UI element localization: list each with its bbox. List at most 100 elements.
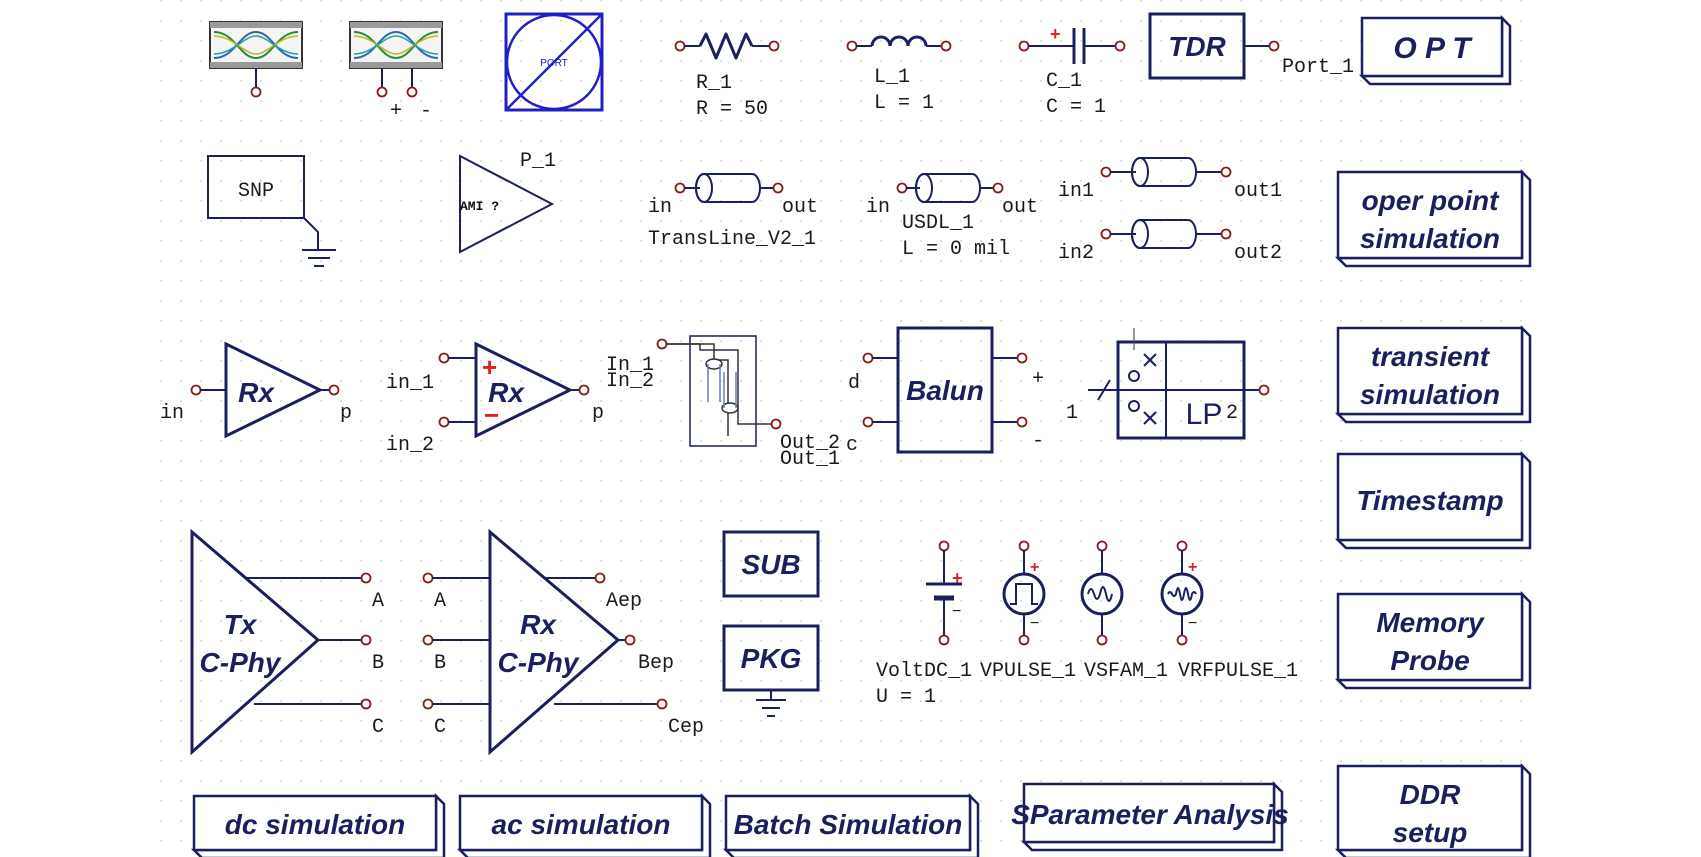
snp-component[interactable]: SNP — [207, 155, 336, 267]
balun-minus: - — [1032, 430, 1044, 453]
port-component[interactable]: PORT — [504, 12, 604, 112]
rx-diff-out: p — [592, 402, 604, 425]
svg-text:+: + — [482, 352, 497, 382]
eye-probe-single[interactable] — [209, 21, 303, 98]
usdl-value: L = 0 mil — [902, 238, 1010, 261]
batch-simulation-block[interactable]: Batch Simulation — [722, 792, 980, 857]
voltdc-source[interactable]: + − VoltDC_1 U = 1 — [876, 540, 972, 710]
ami-component[interactable]: P_1 AMI ? — [459, 150, 556, 254]
vsfam-source[interactable]: VSFAM_1 — [1080, 540, 1168, 684]
rx-cphy-out-cep: Cep — [668, 716, 704, 739]
sparameter-analysis-block[interactable]: SParameter Analysis — [1011, 780, 1289, 852]
timestamp-block[interactable]: Timestamp — [1334, 450, 1532, 550]
rx-single-ended-component[interactable]: Rx in p — [160, 341, 352, 439]
tdr-label: TDR — [1168, 31, 1226, 62]
lp-port2: 2 — [1226, 402, 1238, 425]
transline-in: in — [648, 196, 672, 219]
sub-component[interactable]: SUB — [722, 530, 820, 598]
usdl-component[interactable]: in out USDL_1 L = 0 mil — [866, 173, 1038, 261]
oper-point-line1: oper point — [1362, 185, 1501, 216]
usdl-in: in — [866, 196, 890, 219]
rx-single-label: Rx — [238, 377, 275, 408]
opt-block[interactable]: O P T — [1358, 14, 1512, 86]
tdr-port-label: Port_1 — [1282, 56, 1354, 79]
ac-simulation-label: ac simulation — [492, 809, 671, 840]
pkg-label: PKG — [741, 643, 802, 674]
svg-text:−: − — [1188, 615, 1197, 632]
usdl-name: USDL_1 — [902, 212, 974, 235]
vrfpulse-source[interactable]: + − VRFPULSE_1 — [1160, 540, 1298, 684]
ddr-setup-block[interactable]: DDR setup — [1334, 762, 1532, 857]
resistor-value: R = 50 — [696, 98, 768, 121]
oper-point-line2: simulation — [1360, 223, 1500, 254]
sub-label: SUB — [741, 549, 800, 580]
vsfam-name: VSFAM_1 — [1084, 660, 1168, 683]
cpair-out2: Out_2 — [780, 432, 840, 455]
rx-diff-in1: in_1 — [386, 372, 434, 395]
tx-cphy-line1: Tx — [224, 609, 258, 640]
transient-line1: transient — [1371, 341, 1491, 372]
svg-text:−: − — [484, 400, 499, 430]
tx-cphy-component[interactable]: Tx C-Phy A B C — [190, 528, 384, 756]
transient-simulation-block[interactable]: transient simulation — [1334, 324, 1532, 424]
transient-line2: simulation — [1360, 379, 1500, 410]
rx-cphy-in-b: B — [434, 652, 446, 675]
coupled-in2: in2 — [1058, 242, 1094, 265]
rx-cphy-component[interactable]: Rx C-Phy A B C Aep Bep Cep — [422, 528, 705, 756]
svg-text:−: − — [952, 603, 961, 620]
tx-cphy-pin-b: B — [372, 652, 384, 675]
coupled-out1: out1 — [1234, 180, 1282, 203]
capacitor-value: C = 1 — [1046, 96, 1106, 119]
grid-background — [160, 0, 1540, 857]
rx-cphy-out-bep: Bep — [638, 652, 674, 675]
lp-port1: 1 — [1066, 402, 1078, 425]
memory-probe-block[interactable]: Memory Probe — [1334, 590, 1532, 690]
eye-probe-differential[interactable]: + - — [349, 21, 443, 123]
snp-label: SNP — [238, 180, 274, 203]
vpulse-source[interactable]: + − VPULSE_1 — [980, 540, 1076, 684]
capacitor-component[interactable]: + C_1 C = 1 — [1018, 24, 1126, 119]
cpair-out1: Out_1 — [780, 448, 840, 471]
inductor-value: L = 1 — [874, 92, 934, 115]
rx-cphy-out-aep: Aep — [606, 590, 642, 613]
coupled-transmission-lines[interactable]: in1 out1 in2 out2 — [1058, 157, 1282, 265]
svg-text:−: − — [1030, 615, 1039, 632]
ac-simulation-block[interactable]: ac simulation — [456, 792, 712, 857]
tdr-component[interactable]: TDR Port_1 — [1148, 12, 1354, 80]
oper-point-simulation-block[interactable]: oper point simulation — [1334, 168, 1532, 268]
pkg-component[interactable]: PKG — [722, 624, 820, 717]
resistor-name: R_1 — [696, 72, 732, 95]
rx-cphy-in-c: C — [434, 716, 446, 739]
svg-text:+: + — [1030, 559, 1039, 576]
rx-cphy-line2: C-Phy — [498, 647, 580, 678]
rx-differential-component[interactable]: + − Rx in_1 in_2 p — [386, 341, 604, 457]
batch-simulation-label: Batch Simulation — [734, 809, 963, 840]
tx-cphy-line2: C-Phy — [200, 647, 282, 678]
inductor-component[interactable]: L_1 L = 1 — [846, 35, 952, 115]
ddr-setup-line2: setup — [1393, 817, 1468, 848]
cpair-in2: In_2 — [606, 370, 654, 393]
eye-minus-label: - — [420, 100, 432, 123]
rx-single-out: p — [340, 402, 352, 425]
voltdc-value: U = 1 — [876, 686, 936, 709]
balun-label: Balun — [906, 375, 984, 406]
cpair-in1: In_1 — [606, 354, 654, 377]
vrfpulse-name: VRFPULSE_1 — [1178, 660, 1298, 683]
rx-single-in: in — [160, 402, 184, 425]
resistor-component[interactable]: R_1 R = 50 — [674, 32, 780, 121]
transline-name: TransLine_V2_1 — [648, 228, 816, 251]
timestamp-label: Timestamp — [1356, 485, 1503, 516]
sparameter-analysis-label: SParameter Analysis — [1011, 799, 1289, 830]
balun-component[interactable]: Balun d c + - — [846, 326, 1044, 457]
voltdc-name: VoltDC_1 — [876, 660, 972, 683]
transline-out: out — [782, 196, 818, 219]
balun-plus: + — [1032, 368, 1044, 391]
coupled-pair-component[interactable]: In_1 In_2 Out_2 Out_1 — [606, 335, 840, 471]
lowpass-filter-component[interactable]: LP 1 2 — [1066, 328, 1270, 440]
inductor-name: L_1 — [874, 66, 910, 89]
coupled-out2: out2 — [1234, 242, 1282, 265]
transmission-line-component[interactable]: in out TransLine_V2_1 — [648, 173, 818, 251]
dc-simulation-block[interactable]: dc simulation — [190, 792, 446, 857]
usdl-out: out — [1002, 196, 1038, 219]
